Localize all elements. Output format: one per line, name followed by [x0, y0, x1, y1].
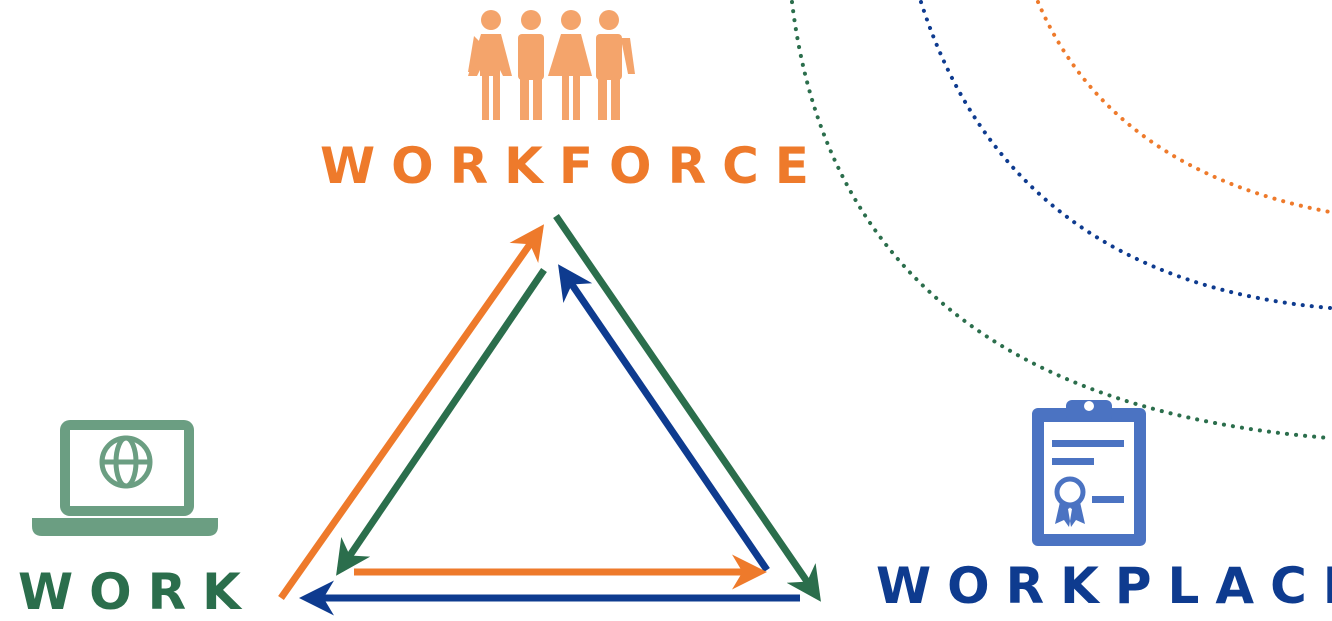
- arc-blue: [919, 0, 1332, 310]
- arrow-workforce-to-workplace: [553, 214, 821, 602]
- cycle-triangle: [278, 214, 821, 616]
- people-group-icon: [468, 10, 635, 120]
- clipboard-certificate-icon: [1032, 400, 1146, 546]
- decorative-arcs: [790, 0, 1332, 440]
- laptop-globe-icon: [32, 420, 218, 536]
- label-workforce: WORKFORCE: [320, 137, 825, 195]
- arc-green: [790, 0, 1332, 440]
- arrow-work-to-workforce: [278, 224, 545, 601]
- label-work: WORK: [18, 563, 257, 621]
- label-workplace: WORKPLACE: [876, 557, 1332, 615]
- arc-orange: [1036, 0, 1332, 214]
- arrow-workforce-to-work: [336, 268, 547, 576]
- arrow-workplace-to-workforce: [558, 264, 770, 572]
